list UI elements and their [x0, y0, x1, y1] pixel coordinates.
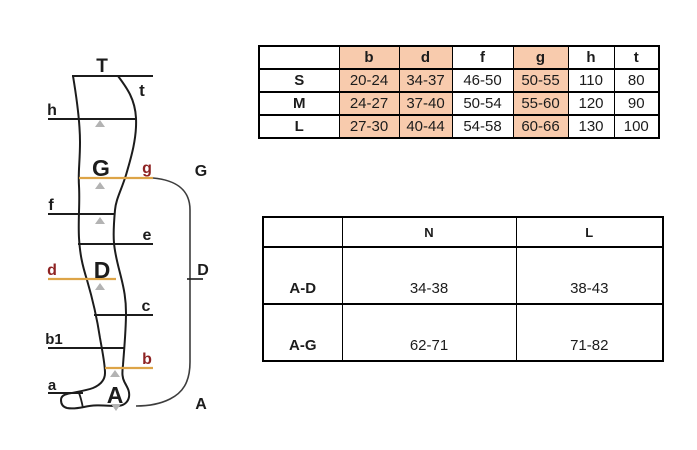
length-table-col-N: N	[341, 216, 517, 248]
arrow-up-marker	[95, 217, 105, 224]
size-label: M	[258, 91, 340, 116]
length-table-corner-cell	[262, 216, 343, 248]
label-f: f	[48, 197, 54, 214]
label-bracket-G: G	[195, 163, 207, 180]
length-table-col-L: L	[515, 216, 664, 248]
label-T: T	[96, 56, 108, 77]
size-value: 50-54	[451, 91, 514, 116]
length-value: 71-82	[515, 303, 664, 362]
label-c: c	[142, 298, 151, 315]
leg-outline	[59, 75, 138, 410]
length-value: 38-43	[515, 246, 664, 305]
size-value: 80	[613, 68, 660, 93]
size-table-col-g: g	[512, 45, 569, 70]
label-e: e	[143, 227, 152, 244]
arrow-up-marker	[95, 120, 105, 127]
label-a: a	[48, 377, 57, 394]
label-h: h	[47, 102, 57, 119]
label-D-large: D	[94, 257, 111, 283]
size-value: 130	[567, 114, 615, 139]
size-value: 54-58	[451, 114, 514, 139]
length-label: A-D	[262, 246, 343, 305]
size-value: 37-40	[398, 91, 453, 116]
size-table-row-S: S 20-24 34-37 46-50 50-55 110 80	[258, 68, 660, 93]
size-value: 34-37	[398, 68, 453, 93]
arrow-down-marker	[111, 404, 121, 411]
label-d-highlight: d	[47, 262, 57, 279]
label-A-large: A	[107, 382, 124, 408]
size-value: 60-66	[512, 114, 569, 139]
length-table-row-AD: A-D 34-38 38-43	[262, 246, 664, 305]
arrow-up-marker	[95, 182, 105, 189]
size-value: 55-60	[512, 91, 569, 116]
size-label: S	[258, 68, 340, 93]
size-value: 24-27	[338, 91, 400, 116]
label-bracket-A: A	[195, 396, 207, 413]
length-table: N L A-D 34-38 38-43 A-G 62-71 71-82	[262, 216, 664, 362]
size-value: 40-44	[398, 114, 453, 139]
length-label: A-G	[262, 303, 343, 362]
size-label: L	[258, 114, 340, 139]
length-value: 62-71	[341, 303, 517, 362]
size-table: b d f g h t S 20-24 34-37 46-50 50-55 11…	[258, 45, 660, 139]
label-g-highlight: g	[142, 160, 152, 177]
length-table-row-AG: A-G 62-71 71-82	[262, 303, 664, 362]
label-b-highlight: b	[142, 351, 152, 368]
size-table-header-row: b d f g h t	[258, 45, 660, 70]
size-value: 20-24	[338, 68, 400, 93]
length-table-header-row: N L	[262, 216, 664, 248]
size-value: 120	[567, 91, 615, 116]
size-value: 100	[613, 114, 660, 139]
label-b1: b1	[45, 331, 63, 348]
size-table-row-L: L 27-30 40-44 54-58 60-66 130 100	[258, 114, 660, 139]
size-table-col-f: f	[451, 45, 514, 70]
size-value: 50-55	[512, 68, 569, 93]
arrow-up-marker	[110, 370, 120, 377]
size-value: 110	[567, 68, 615, 93]
label-t: t	[139, 81, 145, 100]
size-value: 27-30	[338, 114, 400, 139]
toe-separator-line	[78, 392, 84, 409]
size-table-row-M: M 24-27 37-40 50-54 55-60 120 90	[258, 91, 660, 116]
length-bracket	[135, 177, 191, 407]
size-table-col-h: h	[567, 45, 615, 70]
size-value: 46-50	[451, 68, 514, 93]
length-value: 34-38	[341, 246, 517, 305]
leg-measurement-diagram: T t h G g G f e d D D c b1 b a A A	[45, 56, 209, 413]
size-value: 90	[613, 91, 660, 116]
label-G-large: G	[92, 155, 110, 181]
size-table-col-t: t	[613, 45, 660, 70]
size-table-corner-cell	[258, 45, 340, 70]
size-table-col-d: d	[398, 45, 453, 70]
label-bracket-D: D	[197, 262, 209, 279]
arrow-up-marker	[95, 283, 105, 290]
size-table-col-b: b	[338, 45, 400, 70]
